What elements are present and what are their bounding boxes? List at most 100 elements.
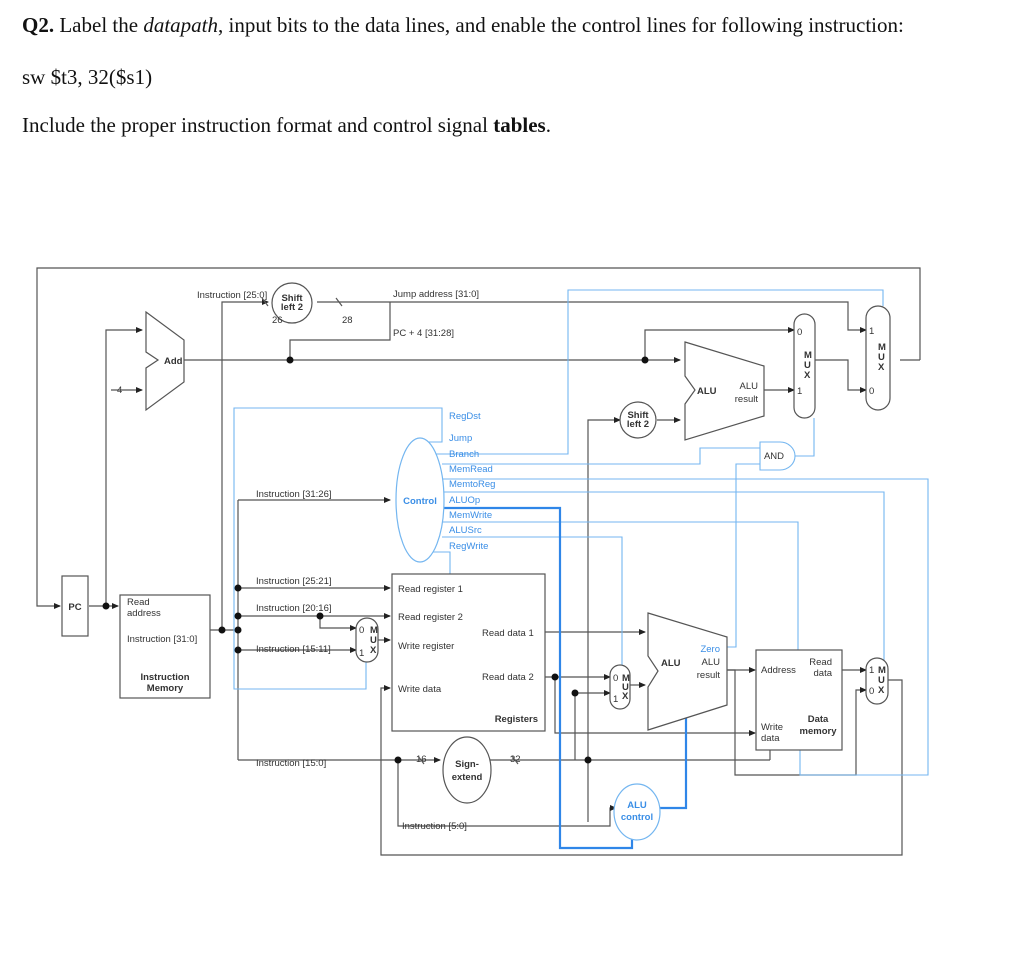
mux-input-0: 0	[869, 686, 874, 697]
mux-jump[interactable]: 1 0 M U X	[865, 305, 891, 411]
dm-title-2: memory	[800, 726, 838, 737]
mux-u: U	[370, 635, 377, 646]
mux-u: U	[622, 682, 629, 693]
question-title: Q2. Label the datapath, input bits to th…	[22, 13, 904, 38]
alu-main-label: ALU	[661, 658, 681, 669]
dm-address: Address	[761, 665, 796, 676]
mux-memtoreg[interactable]: 1 0 M U X	[865, 657, 889, 705]
instruction-memory[interactable]: Read address Instruction [31:0] Instruct…	[119, 594, 211, 699]
pc-adder[interactable]: Add	[145, 310, 185, 412]
signal-aluop: ALUOp	[449, 495, 480, 506]
im-address-label: address	[127, 608, 161, 619]
mux-input-1: 1	[869, 326, 874, 337]
pc-register[interactable]: PC	[61, 575, 89, 637]
data-memory[interactable]: Address Read data Write data Data memory	[755, 649, 843, 751]
question-text: Label the	[54, 13, 144, 37]
mux-branch[interactable]: 0 1 M U X	[793, 313, 816, 419]
branch-alu[interactable]: ALU ALU result	[684, 341, 765, 441]
signal-regwrite: RegWrite	[449, 541, 488, 552]
question-text-rest: , input bits to the data lines, and enab…	[217, 13, 904, 37]
shift-mid-l1: Shift	[627, 410, 649, 421]
rf-read-data-1: Read data 1	[482, 628, 534, 639]
bus-width-ticks	[261, 297, 519, 765]
im-title-1: Instruction	[140, 672, 189, 683]
mux-m: M	[370, 625, 378, 636]
signal-alusrc: ALUSrc	[449, 525, 482, 536]
mux-u: U	[878, 675, 885, 686]
sign-extend-l1: Sign-	[455, 759, 479, 770]
im-read-label: Read	[127, 597, 150, 608]
label-instr-25-21: Instruction [25:21]	[256, 576, 332, 587]
mux-u: U	[878, 352, 885, 363]
alu-control[interactable]: ALU control	[613, 783, 661, 841]
dm-write-1: Write	[761, 722, 783, 733]
control-wires	[233, 289, 929, 850]
sign-extend-l2: extend	[452, 772, 483, 783]
mux-input-0: 0	[869, 386, 874, 397]
mux-m: M	[804, 350, 812, 361]
rf-title: Registers	[495, 714, 538, 725]
im-instruction-out: Instruction [31:0]	[127, 634, 197, 645]
mux-input-0: 0	[359, 625, 364, 636]
rf-write-reg: Write register	[398, 641, 454, 652]
label-instr-15-0: Instruction [15:0]	[256, 758, 326, 769]
signal-branch: Branch	[449, 449, 479, 460]
control-unit[interactable]: Control	[395, 437, 445, 563]
mux-alusrc[interactable]: 0 1 M U X	[609, 664, 631, 710]
alu-control-l1: ALU	[627, 800, 647, 811]
include-end: .	[545, 113, 551, 137]
register-file[interactable]: Read register 1 Read register 2 Write re…	[391, 573, 546, 732]
mux-m: M	[622, 673, 630, 684]
signal-jump: Jump	[449, 433, 472, 444]
control-signal-labels: RegDst Jump Branch MemRead MemtoReg ALUO…	[449, 411, 495, 552]
rf-write-data: Write data	[398, 684, 442, 695]
mux-input-0: 0	[797, 327, 802, 338]
alu-control-l2: control	[621, 812, 653, 823]
shift-top-l2: left 2	[281, 302, 303, 313]
mux-input-1: 1	[797, 386, 802, 397]
sign-extend[interactable]: Sign- extend	[442, 736, 492, 804]
mux-x: X	[878, 685, 885, 696]
question-include: Include the proper instruction format an…	[22, 113, 551, 138]
label-instr-25-0: Instruction [25:0]	[197, 290, 267, 301]
label-instr-5-0: Instruction [5:0]	[402, 821, 467, 832]
signal-memread: MemRead	[449, 464, 493, 475]
rf-read-reg-2: Read register 2	[398, 612, 463, 623]
mux-m: M	[878, 342, 886, 353]
question-emphasis: datapath	[143, 13, 218, 37]
shift-left-2-branch[interactable]: Shift left 2	[619, 401, 657, 439]
signal-memtoreg: MemtoReg	[449, 479, 495, 490]
mux-x: X	[878, 362, 885, 373]
constant-four: 4	[117, 385, 122, 396]
shift-left-2-jump[interactable]: Shift left 2	[271, 282, 313, 324]
mux-x: X	[804, 370, 811, 381]
label-pc4: PC + 4 [31:28]	[393, 328, 454, 339]
signal-memwrite: MemWrite	[449, 510, 492, 521]
mux-input-1: 1	[359, 648, 364, 659]
mux-x: X	[622, 691, 629, 702]
dm-write-2: data	[761, 733, 780, 744]
mux-m: M	[878, 665, 886, 676]
question-number: Q2.	[22, 13, 55, 37]
junction-dots	[102, 356, 649, 764]
mux-regdst[interactable]: 0 1 M U X	[355, 617, 379, 663]
control-label: Control	[403, 496, 437, 507]
signal-regdst: RegDst	[449, 411, 481, 422]
im-title-2: Memory	[147, 683, 184, 694]
rf-read-reg-1: Read register 1	[398, 584, 463, 595]
dm-read-1: Read	[809, 657, 832, 668]
and-gate[interactable]: AND	[759, 441, 796, 471]
dm-title-1: Data	[808, 714, 829, 725]
shift-mid-l2: left 2	[627, 419, 649, 430]
main-alu[interactable]: ALU Zero ALU result	[647, 612, 728, 731]
alu-branch-result-1: ALU	[740, 381, 759, 392]
mux-input-0: 0	[613, 673, 618, 684]
alu-zero-label: Zero	[700, 644, 720, 655]
dm-read-2: data	[814, 668, 833, 679]
alu-branch-result-2: result	[735, 394, 759, 405]
include-bold: tables	[493, 113, 546, 137]
alu-result-label-1: ALU	[702, 657, 721, 668]
and-label: AND	[764, 451, 784, 462]
rf-read-data-2: Read data 2	[482, 672, 534, 683]
